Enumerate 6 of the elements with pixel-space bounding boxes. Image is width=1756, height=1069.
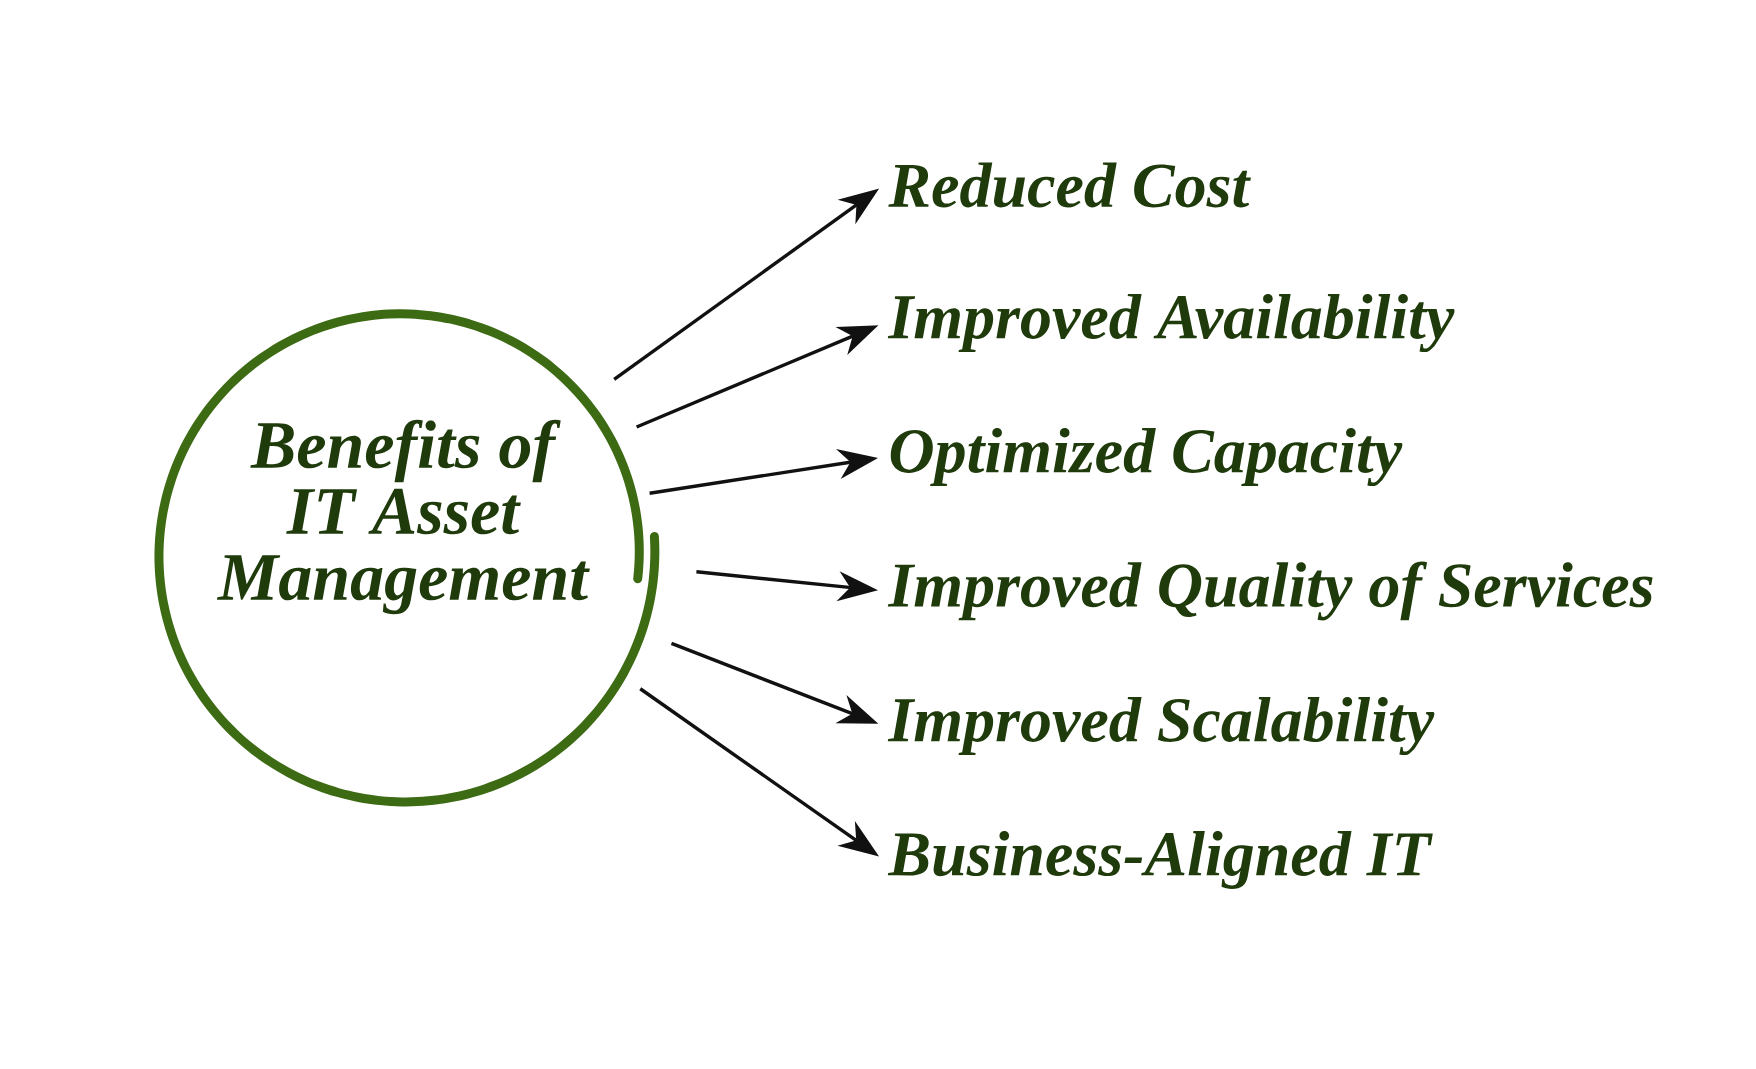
benefit-text: Optimized Capacity — [890, 427, 1403, 487]
benefit-text: Improved Scalability — [887, 696, 1435, 756]
benefit-text: Improved Quality of Services — [887, 561, 1653, 621]
benefit-text: Improved Availability — [887, 293, 1455, 353]
benefit-text: Reduced Cost — [888, 162, 1251, 208]
benefit-text: Business-Aligned IT — [887, 831, 1433, 889]
